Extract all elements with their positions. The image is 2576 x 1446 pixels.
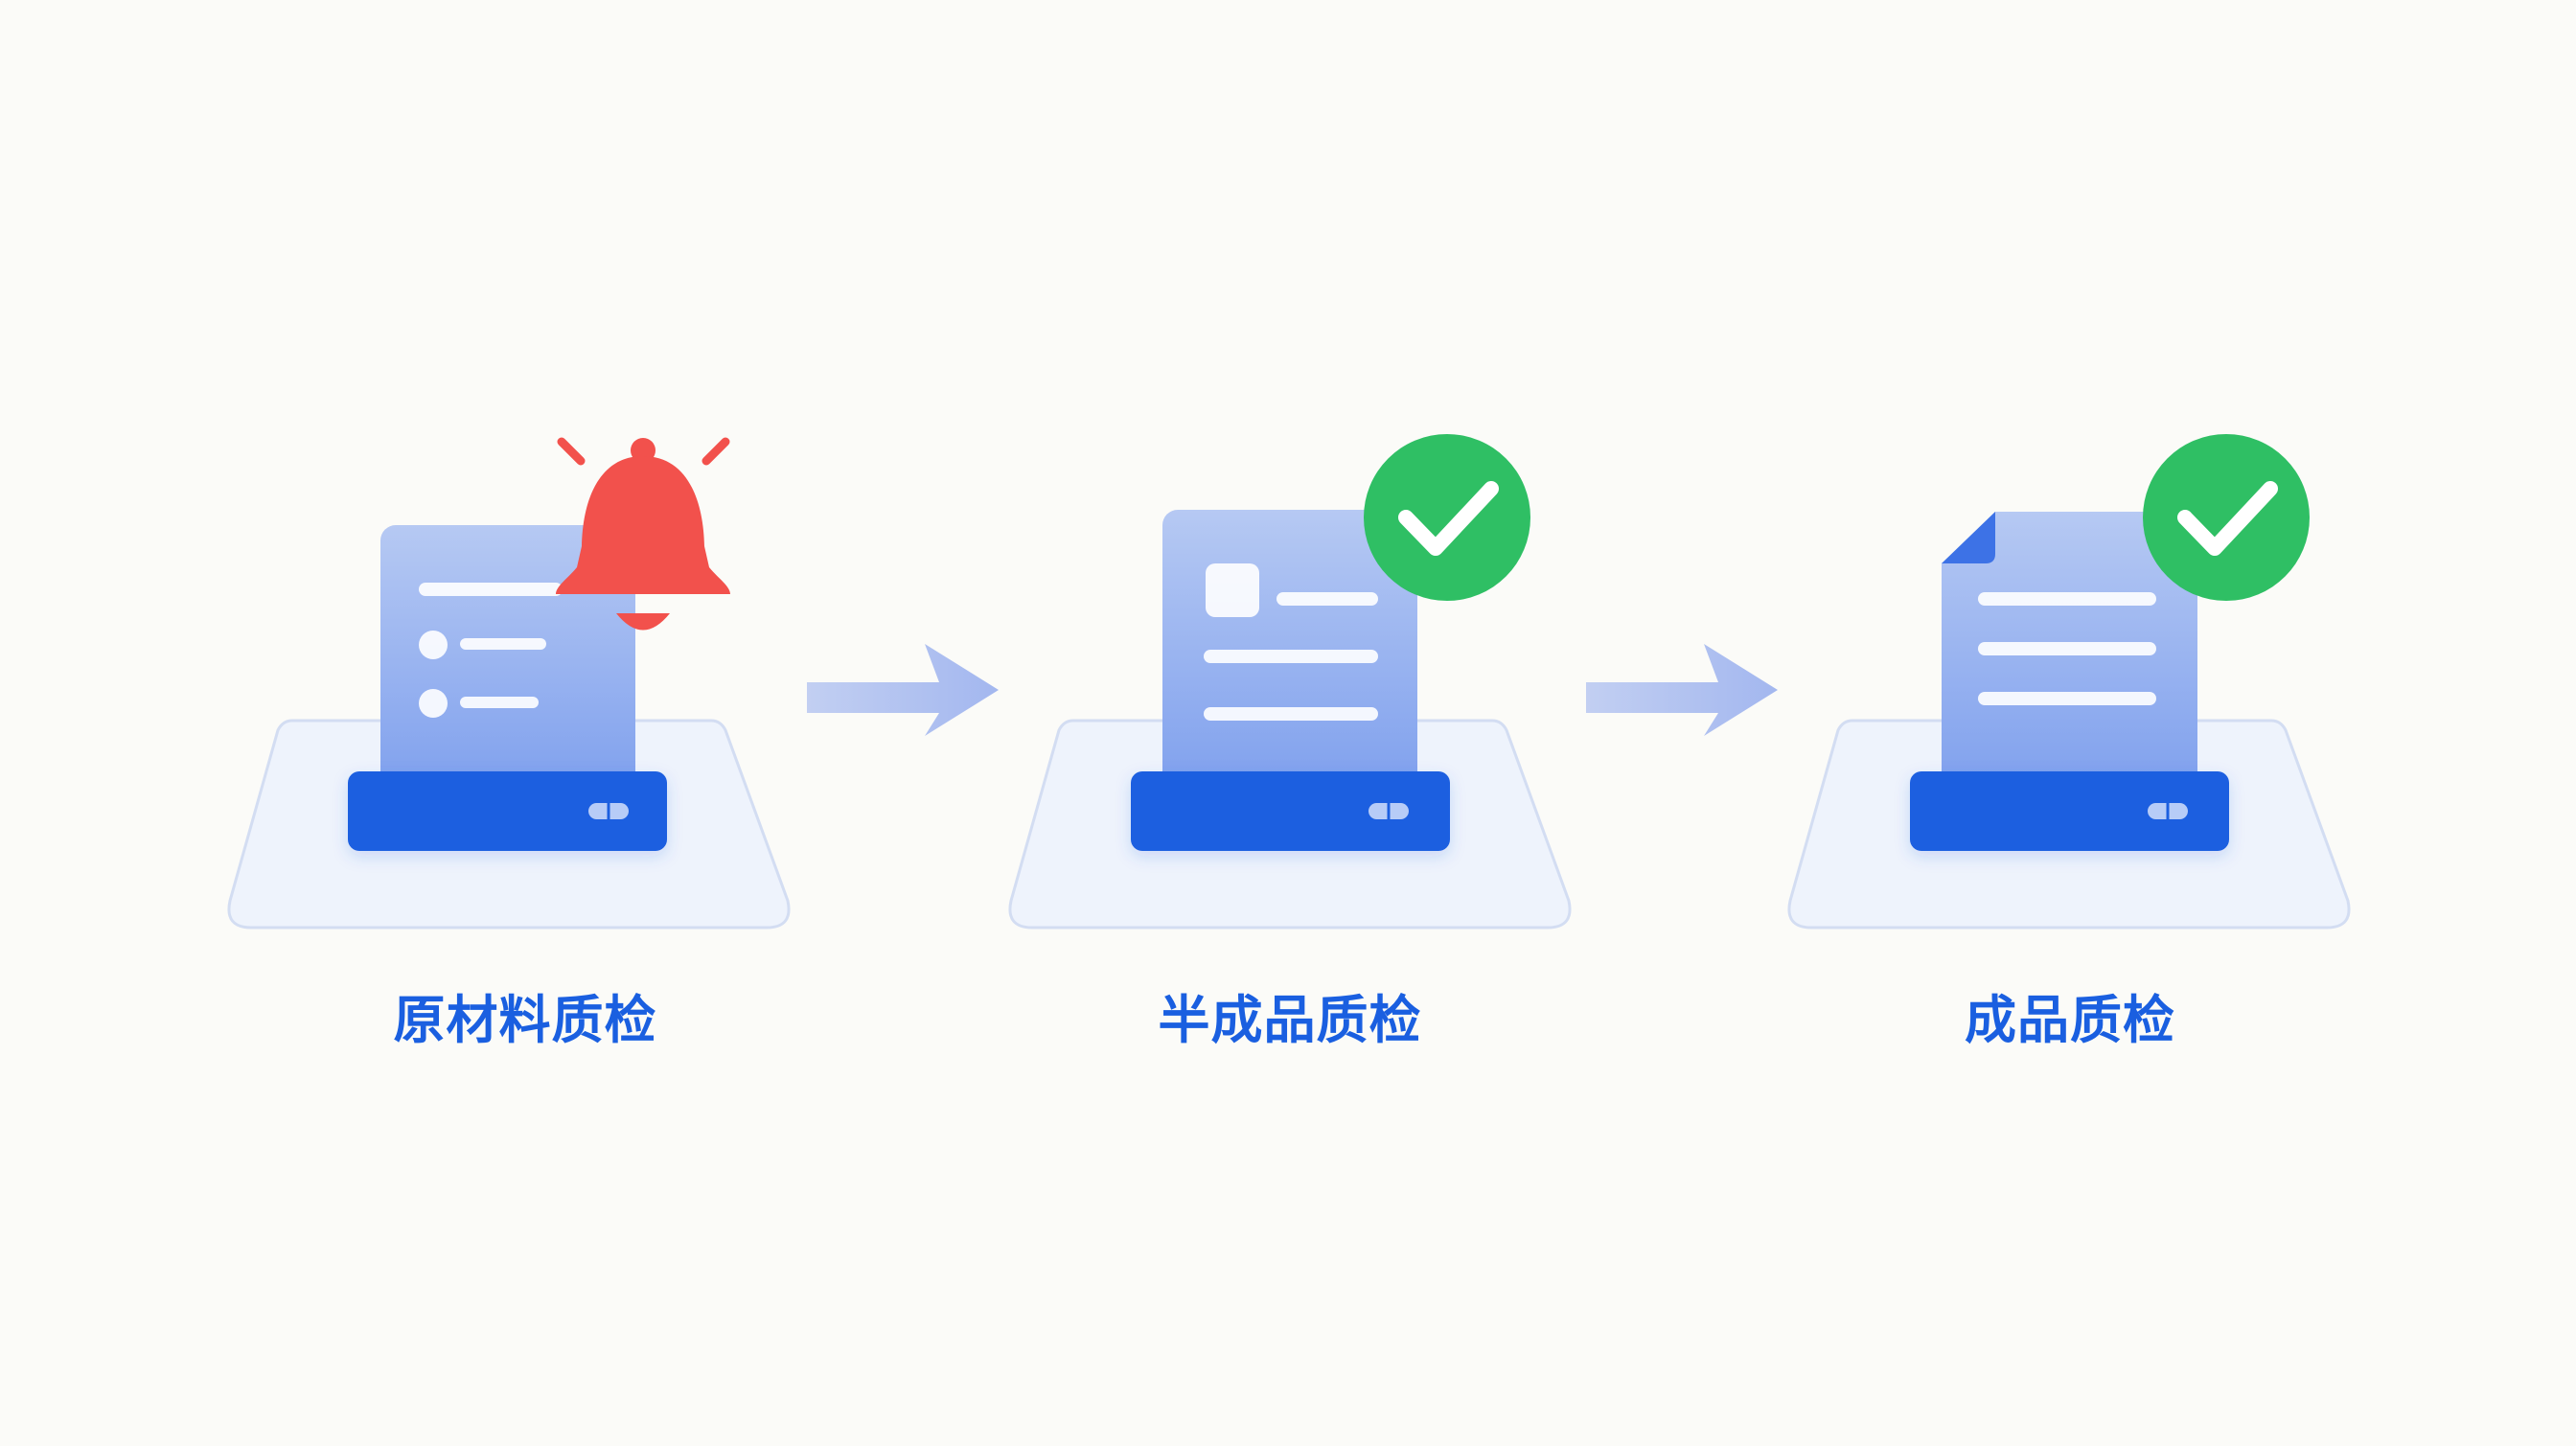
arrow-right-icon [1586,644,1778,736]
check-circle-icon [1364,434,1530,601]
arrow-right-icon [807,644,999,736]
stage-label-semi-finished: 半成品质检 [1158,990,1422,1050]
scanner-tray [1910,771,2229,851]
stage-label-finished-product: 成品质检 [1965,990,2175,1050]
form-document-icon [1162,510,1417,813]
stage-label-raw-material: 原材料质检 [393,990,657,1050]
scanner-tray [348,771,667,851]
stage-raw-material [227,437,791,930]
bell-alert-icon [556,437,730,631]
check-circle-icon [2143,434,2310,601]
folded-document-icon [1942,512,2197,813]
stage-finished-product [1787,434,2351,930]
scanner-tray [1131,771,1450,851]
stage-semi-finished [1008,434,1572,930]
checklist-document-icon [380,525,635,813]
